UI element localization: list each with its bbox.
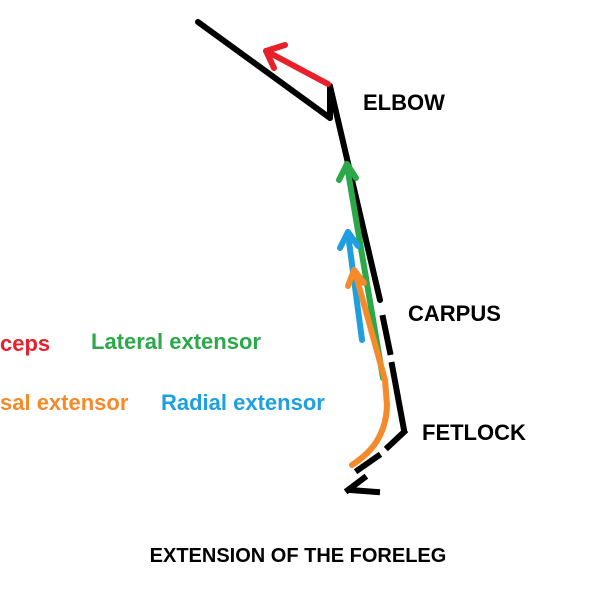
- elbow-label: ELBOW: [363, 90, 445, 115]
- digital-extensor-label: sal extensor: [0, 390, 129, 415]
- hoof-dash-2: [346, 486, 381, 496]
- pastern-dash-1: [383, 427, 409, 452]
- lower-limb-dashed: [343, 314, 409, 496]
- cannon-bone-dash-2: [388, 361, 408, 434]
- bone-segments: [195, 19, 383, 303]
- digital-extensor-arrow-icon: [345, 267, 390, 468]
- forearm-bone: [327, 83, 383, 303]
- upper-arm-bone: [195, 19, 333, 121]
- triceps-arrow-icon: [263, 42, 331, 87]
- fetlock-label: FETLOCK: [422, 420, 526, 445]
- pastern-dash-2: [353, 451, 383, 475]
- cannon-bone-dash-1: [379, 314, 394, 356]
- radial-extensor-arrow-icon: [337, 229, 365, 343]
- carpus-label: CARPUS: [408, 301, 501, 326]
- lateral-extensor-label: Lateral extensor: [91, 329, 261, 354]
- triceps-label: ceps: [0, 331, 50, 356]
- diagram-title: EXTENSION OF THE FORELEG: [150, 545, 447, 567]
- radial-extensor-label: Radial extensor: [161, 390, 325, 415]
